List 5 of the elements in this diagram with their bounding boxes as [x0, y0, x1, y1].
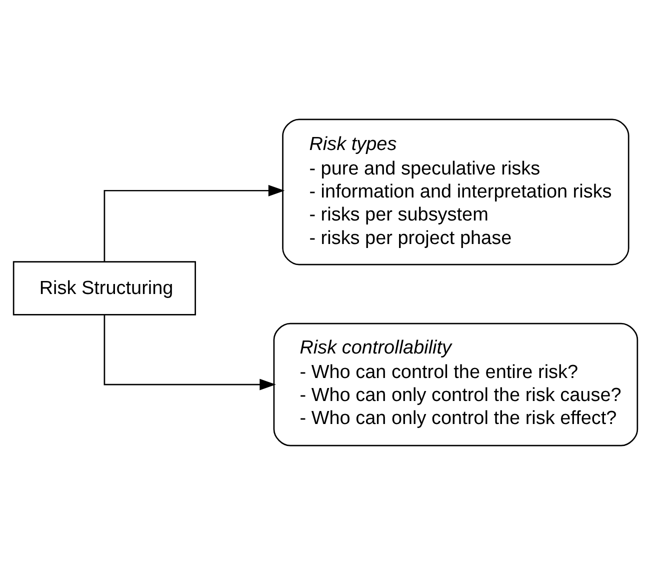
- arrow: [104, 184, 285, 262]
- node-box: Risk types - pure and speculative risks - information and interpretation risks - risks per subsystem - risks per project phase: [282, 118, 630, 266]
- node-box: Risk controllability - Who can control the entire risk? - Who can only control the risk cause? - Who can only control the risk effect?: [273, 322, 638, 446]
- arrow: [104, 315, 276, 390]
- node-box: Risk Structuring: [12, 261, 196, 316]
